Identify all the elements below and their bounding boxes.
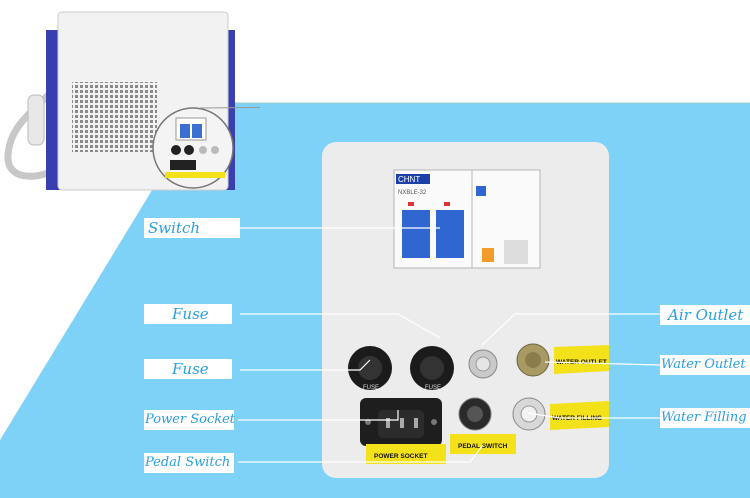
breaker-model: NXBLE-32 bbox=[398, 190, 427, 196]
water-outlet-connector[interactable] bbox=[516, 343, 550, 377]
label-power-socket: Power Socket bbox=[144, 410, 235, 430]
device-trim-right bbox=[225, 30, 235, 190]
label-fuse-1: Fuse bbox=[144, 304, 232, 324]
handpiece bbox=[27, 94, 45, 146]
label-air-outlet: Air Outlet bbox=[660, 305, 750, 325]
fuse-holder-right[interactable]: FUSE bbox=[410, 346, 454, 391]
label-water-outlet: Water Outlet bbox=[660, 355, 750, 375]
air-outlet-connector[interactable] bbox=[468, 349, 498, 379]
power-socket[interactable] bbox=[360, 398, 442, 446]
fuse-marking-left: FUSE bbox=[363, 385, 379, 391]
breaker-brand: CHNT bbox=[398, 175, 420, 184]
fuse-holder-left[interactable]: FUSE bbox=[348, 346, 392, 391]
pedal-switch-connector[interactable] bbox=[458, 397, 492, 431]
label-switch: Switch bbox=[144, 218, 240, 238]
svg-text:POWER SOCKET: POWER SOCKET bbox=[374, 453, 427, 460]
device-image bbox=[4, 11, 260, 191]
label-fuse-2: Fuse bbox=[144, 359, 232, 379]
label-water-filling: Water Filling bbox=[660, 408, 750, 428]
svg-text:PEDAL SWITCH: PEDAL SWITCH bbox=[458, 443, 508, 450]
pedal-switch-sticker: PEDAL SWITCH bbox=[450, 434, 516, 454]
control-panel-components: CHNT NXBLE-32 FUSE FUSE WATER OUTLET bbox=[348, 169, 609, 464]
fuse-marking-right: FUSE bbox=[425, 385, 441, 391]
breaker-toggle-1[interactable] bbox=[402, 210, 430, 258]
breaker-toggle-2[interactable] bbox=[436, 210, 464, 258]
test-button[interactable] bbox=[482, 248, 494, 262]
vent-grille bbox=[72, 82, 157, 152]
label-pedal-switch: Pedal Switch bbox=[144, 453, 234, 473]
water-filling-connector[interactable] bbox=[512, 397, 546, 431]
power-socket-sticker: POWER SOCKET bbox=[366, 444, 446, 464]
qr-code bbox=[504, 240, 528, 264]
device-trim-left bbox=[46, 30, 60, 190]
circuit-breaker: CHNT NXBLE-32 bbox=[393, 169, 541, 269]
